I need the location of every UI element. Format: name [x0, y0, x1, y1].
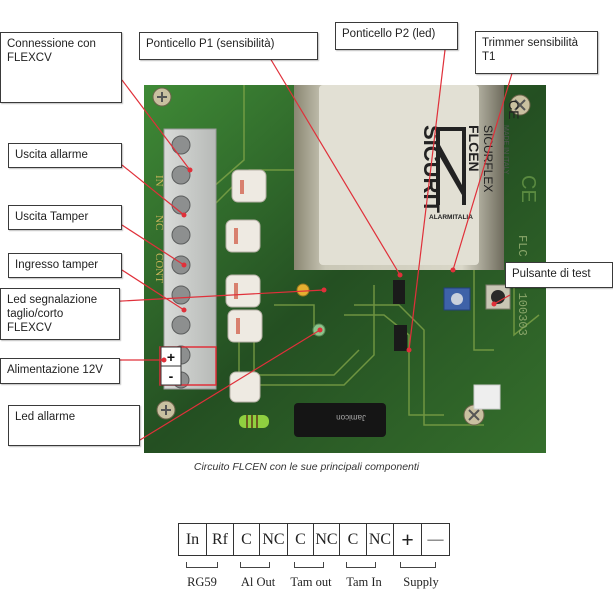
ce-mark: CE — [506, 100, 522, 119]
module-model: FLCEN — [466, 125, 482, 172]
capacitor-label: Jamicon — [336, 413, 366, 422]
callout-ponticello-p1: Ponticello P1 (sensibilità) — [139, 32, 318, 60]
callout-connessione-flexcv: Connessione con FLEXCV — [0, 32, 122, 103]
bracket-supply — [400, 562, 436, 568]
callout-ponticello-p2: Ponticello P2 (led) — [335, 22, 458, 50]
bracket-tam-out — [294, 562, 324, 568]
terminal-cell-tamout-nc: NC — [313, 523, 340, 556]
bracket-rg59 — [186, 562, 218, 568]
terminal-cell-al-nc: NC — [259, 523, 288, 556]
callout-ingresso-tamper: Ingresso tamper — [8, 253, 122, 278]
silk-label-nc: NC — [153, 215, 165, 230]
bracket-al-out — [240, 562, 270, 568]
callout-uscita-allarme: Uscita allarme — [8, 143, 122, 168]
pcb-photo: IN IN NC CONT SICURIT FLCEN — [144, 85, 546, 453]
module-sub: ALARMITALIA — [429, 214, 473, 221]
group-label-al-out: Al Out — [240, 575, 276, 589]
callout-trimmer-t1: Trimmer sensibilità T1 — [475, 31, 598, 74]
callout-alimentazione-12v: Alimentazione 12V — [0, 358, 120, 384]
plus-sign: + — [167, 349, 175, 365]
bracket-tam-in — [346, 562, 376, 568]
screw-top-right — [509, 94, 531, 116]
callout-led-segnalazione: Led segnalazione taglio/corto FLEXCV — [0, 288, 120, 340]
minus-sign: - — [169, 368, 174, 384]
terminal-cell-minus: — — [421, 523, 450, 556]
silk-label-cont: CONT — [153, 253, 165, 283]
screw-bottom-left — [156, 400, 176, 420]
module-brand: SICURIT — [419, 125, 444, 214]
terminal-cell-tamin-c: C — [339, 523, 367, 556]
pcb-illustration: IN IN NC CONT SICURIT FLCEN — [144, 85, 546, 453]
module-origin: MADE IN ITALY — [502, 125, 509, 175]
callout-led-allarme: Led allarme — [8, 405, 140, 446]
group-label-rg59: RG59 — [187, 575, 217, 589]
jumper-p1 — [393, 280, 405, 304]
terminal-cell-tamin-nc: NC — [366, 523, 394, 556]
resistor — [239, 415, 269, 428]
group-label-supply: Supply — [403, 575, 439, 589]
group-label-tam-in: Tam In — [346, 575, 382, 589]
module-line: SICURFLEX — [481, 125, 495, 192]
terminal-cell-al-c: C — [233, 523, 260, 556]
group-label-tam-out: Tam out — [290, 575, 332, 589]
led-yellow — [296, 283, 310, 297]
silk-label-in: IN — [153, 175, 165, 187]
figure-caption: Circuito FLCEN con le sue principali com… — [193, 461, 420, 473]
board-ce-mark: CE — [517, 175, 539, 203]
led-green — [312, 323, 326, 337]
terminal-cell-rf: Rf — [206, 523, 234, 556]
sicurit-module: SICURIT FLCEN SICURFLEX MADE IN ITALY CE… — [294, 85, 522, 270]
terminal-cell-tamout-c: C — [287, 523, 314, 556]
terminal-cell-plus: + — [393, 523, 422, 556]
terminal-cell-in: In — [178, 523, 207, 556]
screw-top-left — [152, 87, 172, 107]
callout-uscita-tamper: Uscita Tamper — [8, 205, 122, 230]
datamatrix — [473, 384, 501, 410]
jumper-p2 — [394, 325, 407, 351]
callout-pulsante-test: Pulsante di test — [505, 262, 613, 288]
